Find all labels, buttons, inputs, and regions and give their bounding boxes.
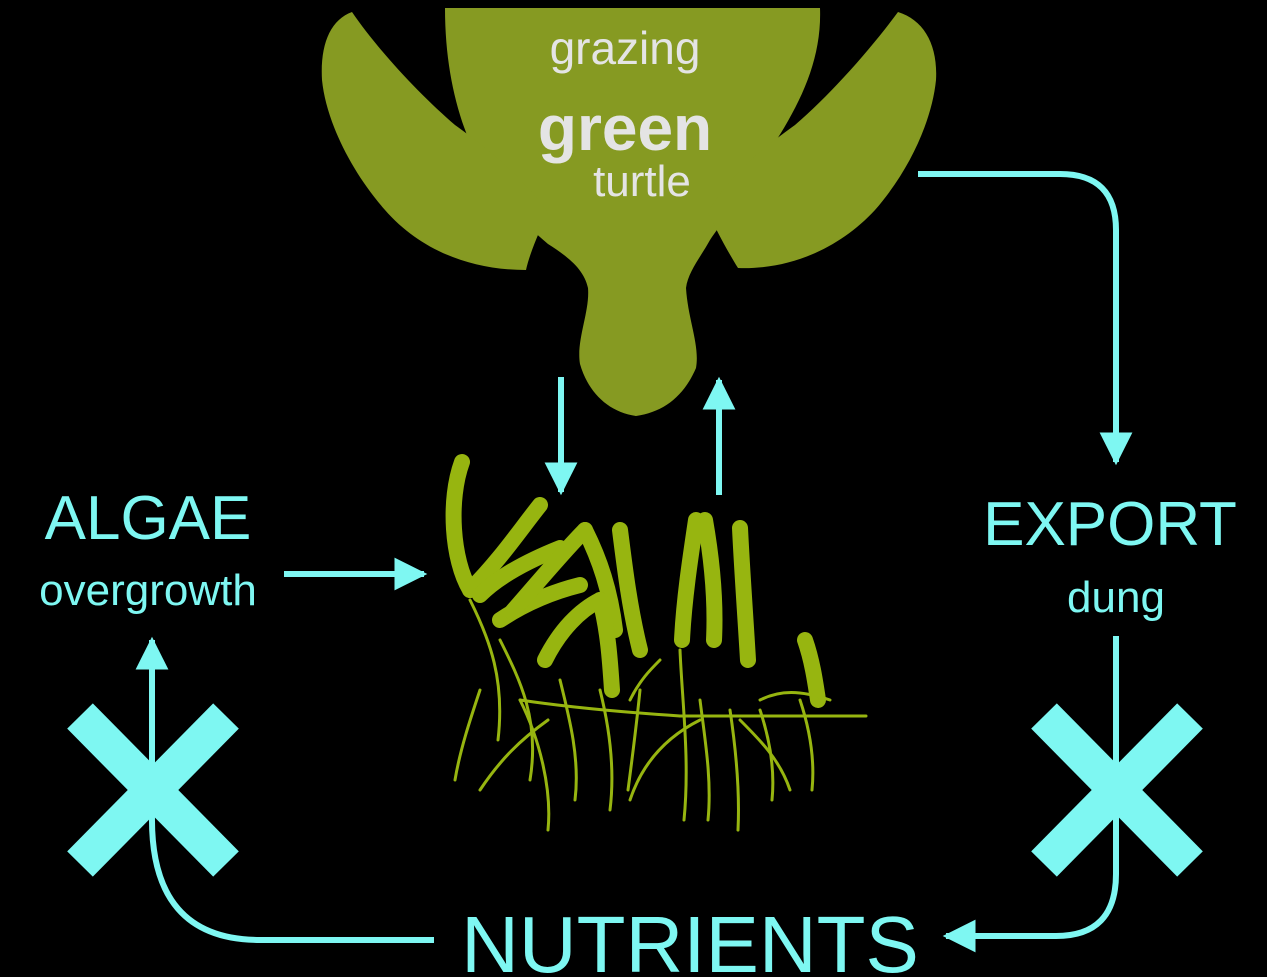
algae-subtitle: overgrowth bbox=[39, 566, 257, 615]
turtle-label-turtle: turtle bbox=[593, 157, 691, 206]
turtle-label-grazing: grazing bbox=[550, 22, 701, 74]
arrow-turtle-to-export bbox=[918, 174, 1116, 462]
export-title: EXPORT bbox=[983, 490, 1237, 559]
nutrients-title: NUTRIENTS bbox=[461, 900, 919, 977]
export-subtitle: dung bbox=[1067, 573, 1165, 622]
seagrass-icon bbox=[454, 462, 866, 830]
algae-title: ALGAE bbox=[45, 484, 252, 553]
turtle-label-green: green bbox=[538, 92, 712, 164]
